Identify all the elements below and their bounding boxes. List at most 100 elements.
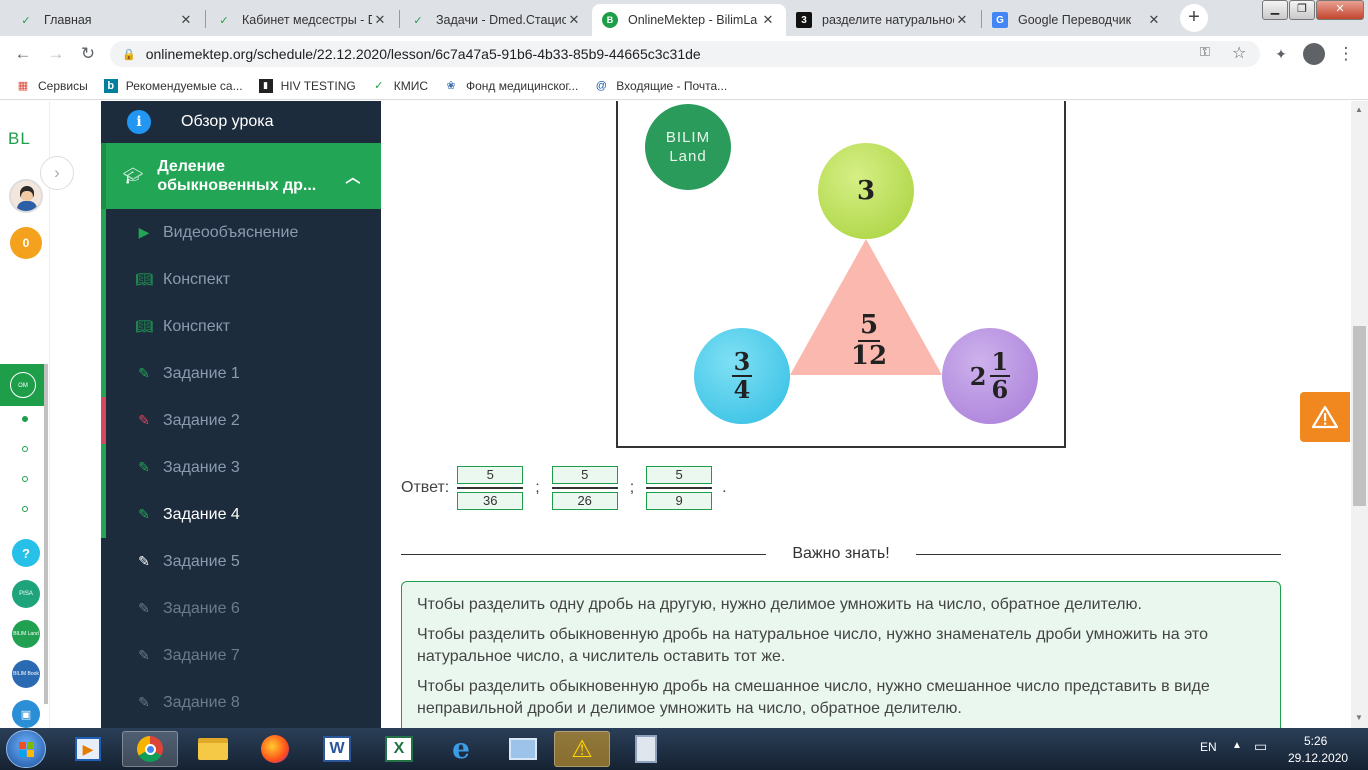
forward-icon[interactable]: →: [47, 44, 65, 63]
key-icon[interactable]: ⚿: [1200, 44, 1210, 59]
firefox-icon[interactable]: [247, 731, 303, 767]
star-icon[interactable]: ☆: [1232, 45, 1247, 62]
language-indicator[interactable]: EN: [1200, 740, 1217, 754]
scroll-down-icon[interactable]: ▼: [1355, 713, 1363, 722]
bilimland-button[interactable]: BILIM Land: [12, 620, 40, 648]
tab-onlinemektep[interactable]: B OnlineMektep - BilimLa ✕: [592, 4, 786, 36]
url-text[interactable]: onlinemektep.org/schedule/22.12.2020/les…: [145, 46, 701, 62]
bilimland-icon: ✓: [21, 14, 31, 27]
close-tab-icon[interactable]: ✕: [568, 12, 580, 27]
pisa-button[interactable]: PISA: [12, 580, 40, 608]
tab-translate[interactable]: G Google Переводчик ✕: [982, 4, 1172, 36]
calendar-icon[interactable]: ▣: [12, 700, 40, 728]
book-icon: 📖︎: [135, 318, 153, 334]
end-period: .: [722, 479, 727, 496]
sidebar-item-label: Задание 3: [163, 458, 240, 476]
calculator-icon[interactable]: [618, 731, 674, 767]
sidebar-item-video[interactable]: ▶ Видеообъяснение: [101, 209, 381, 256]
chrome-icon[interactable]: [122, 731, 178, 767]
answer-fraction-3: 5 9: [646, 466, 713, 510]
overview-item[interactable]: i Обзор урока: [101, 101, 381, 143]
close-tab-icon[interactable]: ✕: [180, 12, 192, 27]
bookmark-kmis[interactable]: ✓ КМИС: [372, 79, 428, 93]
bookmark-label: КМИС: [393, 78, 428, 93]
explorer-folder-icon[interactable]: [185, 731, 241, 767]
edit-icon: ✎: [138, 694, 150, 710]
numerator-input[interactable]: 5: [646, 466, 713, 484]
extensions-icon[interactable]: ✦: [1275, 46, 1287, 62]
onlinemektep-rail-item[interactable]: OM: [0, 364, 44, 406]
sidebar-item-label: Конспект: [163, 270, 231, 288]
reload-icon[interactable]: ↻: [80, 44, 96, 63]
sidebar-item-task-5[interactable]: ✎ Задание 5: [101, 538, 381, 585]
tab-zadachi[interactable]: ✓ Задачи - Dmed.Стацион ✕: [400, 4, 592, 36]
status-bar: [101, 209, 106, 256]
window-close-icon[interactable]: ✕: [1316, 0, 1364, 20]
new-tab-button[interactable]: +: [1180, 4, 1208, 32]
sidebar-item-task-1[interactable]: ✎ Задание 1: [101, 350, 381, 397]
sidebar-item-task-7[interactable]: ✎ Задание 7: [101, 632, 381, 679]
profile-avatar[interactable]: [1303, 43, 1325, 65]
denominator-input[interactable]: 26: [551, 492, 618, 510]
sidebar-item-task-6[interactable]: ✎ Задание 6: [101, 585, 381, 632]
media-player-icon[interactable]: ▶: [60, 731, 116, 767]
word-icon[interactable]: W: [309, 731, 365, 767]
bookmark-inbox[interactable]: @ Входящие - Почта...: [594, 79, 727, 93]
address-bar[interactable]: 🔒 onlinemektep.org/schedule/22.12.2020/l…: [110, 41, 1260, 67]
close-tab-icon[interactable]: ✕: [1148, 12, 1160, 27]
minimize-icon[interactable]: ▁: [1262, 0, 1288, 20]
excel-icon[interactable]: X: [371, 731, 427, 767]
tab-glavnaya[interactable]: ✓ Главная ✕: [8, 4, 204, 36]
bookmark-recommended[interactable]: b Рекомендуемые са...: [103, 78, 243, 93]
sidebar-item-task-8[interactable]: ✎ Задание 8: [101, 679, 381, 726]
back-icon[interactable]: ←: [14, 44, 32, 63]
sidebar-item-task-4[interactable]: ✎ Задание 4: [101, 491, 381, 538]
warning-icon: [1312, 405, 1338, 429]
report-error-button[interactable]: [1300, 392, 1350, 442]
close-tab-icon[interactable]: ✕: [762, 12, 774, 27]
bl-logo[interactable]: BL: [8, 129, 31, 148]
coins-badge[interactable]: 0: [10, 227, 42, 259]
chevron-up-icon[interactable]: ︿: [345, 168, 361, 186]
tray-expand-icon[interactable]: ▲: [1232, 740, 1242, 751]
help-button[interactable]: ?: [12, 539, 40, 567]
sidebar-item-konspekt-1[interactable]: 📖︎ Конспект: [101, 256, 381, 303]
scroll-up-icon[interactable]: ▲: [1355, 105, 1363, 114]
scroll-thumb[interactable]: [1353, 326, 1366, 506]
znanija-icon: 3: [796, 12, 812, 28]
sidebar-item-konspekt-2[interactable]: 📖︎ Конспект: [101, 303, 381, 350]
bookmark-fond[interactable]: ❀ Фонд медицинског...: [444, 79, 578, 93]
bookmark-hiv-testing[interactable]: ▮ HIV TESTING: [258, 78, 356, 93]
close-tab-icon[interactable]: ✕: [374, 12, 386, 27]
numerator-input[interactable]: 5: [457, 466, 524, 484]
numerator-input[interactable]: 5: [551, 466, 618, 484]
bilimbook-button[interactable]: BILIM Book: [12, 660, 40, 688]
close-tab-icon[interactable]: ✕: [956, 12, 968, 27]
fraction-denominator: 4: [733, 375, 751, 404]
network-icon[interactable]: ▭: [1254, 738, 1268, 754]
fraction-line: [551, 487, 618, 489]
denominator-input[interactable]: 9: [646, 492, 713, 510]
start-button[interactable]: [6, 730, 46, 768]
warning-app-icon[interactable]: ⚠: [554, 731, 610, 767]
maximize-icon[interactable]: ❐: [1289, 0, 1315, 20]
left-rail: BL 0 OM ? PISA BILIM Land BILIM Book ▣: [0, 101, 50, 728]
section-header[interactable]: 🎓︎ Деление обыкновенных др... ︿: [101, 143, 381, 209]
tab-razdelite[interactable]: 3 разделите натуральное ✕: [786, 4, 980, 36]
expand-rail-button[interactable]: ›: [40, 156, 74, 190]
clock-date[interactable]: 29.12.2020: [1288, 751, 1349, 765]
user-avatar[interactable]: [9, 179, 43, 213]
fraction-denominator: 12: [850, 341, 888, 371]
sidebar-item-task-2[interactable]: ✎ Задание 2: [101, 397, 381, 444]
denominator-input[interactable]: 36: [457, 492, 524, 510]
sidebar-item-task-3[interactable]: ✎ Задание 3: [101, 444, 381, 491]
page-scrollbar[interactable]: ▲ ▼: [1351, 101, 1368, 728]
remote-desktop-icon[interactable]: [495, 731, 551, 767]
internet-explorer-icon[interactable]: e: [452, 732, 470, 765]
dmed-icon: ✓: [413, 14, 423, 27]
menu-dots-icon[interactable]: ⋮: [1337, 44, 1355, 63]
bookmark-services[interactable]: ▦ Сервисы: [16, 79, 88, 93]
tab-kabinet[interactable]: ✓ Кабинет медсестры - D ✕: [206, 4, 398, 36]
clock-time[interactable]: 5:26: [1304, 734, 1328, 748]
edit-icon: ✎: [138, 553, 150, 569]
